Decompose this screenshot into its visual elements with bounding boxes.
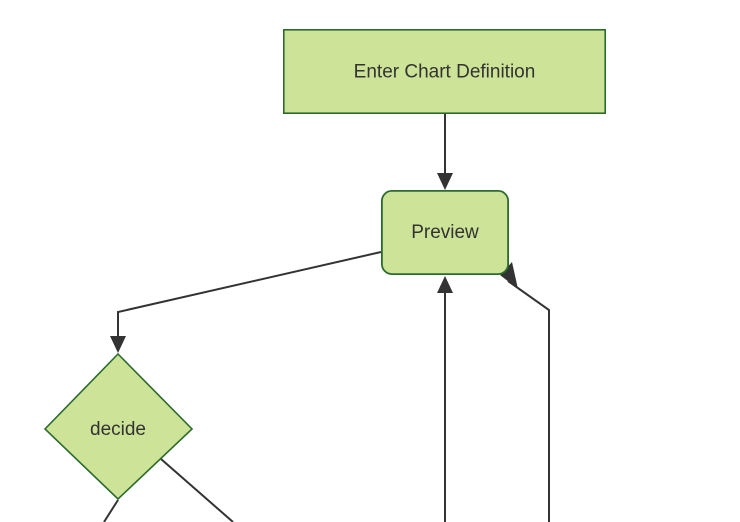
arrow-head-icon: [437, 276, 453, 293]
node-preview[interactable]: Preview: [380, 189, 509, 275]
edge-decide-out-right: [160, 458, 234, 522]
edge-line: [117, 251, 382, 343]
arrow-head-icon: [110, 336, 126, 353]
node-diamond[interactable]: [43, 352, 194, 501]
node-decide[interactable]: decide: [43, 352, 194, 501]
node-enter-chart-definition[interactable]: Enter Chart Definition: [282, 28, 606, 115]
arrow-head-icon: [437, 173, 453, 190]
edge-line: [160, 458, 234, 522]
edge-preview-to-decide: [110, 251, 382, 353]
node-rect[interactable]: [282, 28, 606, 115]
edge-return-center-to-preview: [437, 276, 453, 522]
edge-line: [507, 280, 550, 522]
edge-enter-to-preview: [437, 114, 453, 190]
edge-decide-out-bottom: [103, 499, 119, 522]
edge-line: [103, 499, 119, 522]
arrow-head-icon: [500, 262, 518, 289]
node-rect[interactable]: [380, 189, 509, 275]
edge-return-right-to-preview: [500, 262, 550, 522]
